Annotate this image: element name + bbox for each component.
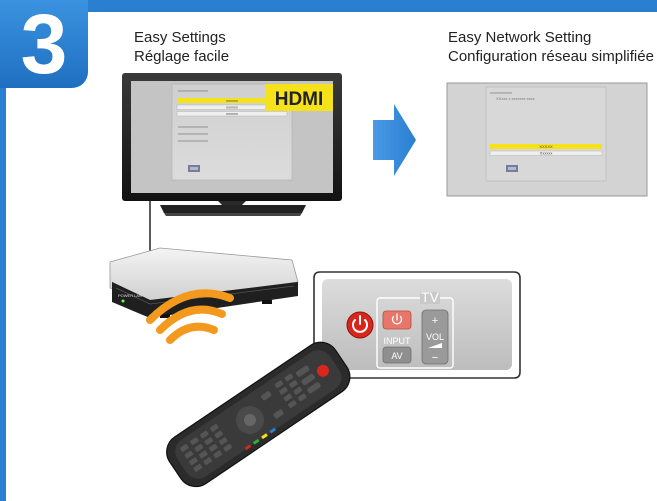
tv-menu-item-3: xxxxxx xyxy=(226,111,238,116)
input-label: INPUT xyxy=(384,336,412,346)
panasonic-logo-icon xyxy=(188,165,200,172)
tv-menu-header: xxxxxxxxxxxxxxx xyxy=(178,88,208,93)
top-bar xyxy=(0,0,657,12)
network-item-selected xyxy=(490,144,602,149)
network-menu-window xyxy=(485,86,607,182)
network-menu-header: xxxxxxxxxxx xyxy=(490,90,512,95)
step-number: 3 xyxy=(20,0,68,91)
network-item-1: XXXXX xyxy=(539,144,553,149)
hdmi-label: HDMI xyxy=(275,89,324,110)
box-bevel xyxy=(115,285,295,305)
network-item-2: Xxxxxx xyxy=(540,151,553,156)
tv-menu-item-1: xxxxxx xyxy=(226,98,238,103)
volume-up-label: + xyxy=(432,315,438,327)
network-item-bg-2 xyxy=(489,150,603,156)
remote-control xyxy=(166,341,351,488)
caption-easy-settings: Easy Settings Réglage facile xyxy=(134,28,229,66)
tv-menu-line-2: xxxxxxxxxxxxxxx xyxy=(178,131,208,136)
tv-controls-group xyxy=(376,297,454,369)
step-badge: 3 xyxy=(0,0,88,88)
network-screen: xxxxxxxxxxx XXxxx x xxxxxxx xxxx XXXXX X… xyxy=(446,82,648,197)
volume-down-label: − xyxy=(432,352,438,364)
tv-menu-line-3: xxxxxxxxxxxxxxx xyxy=(178,138,208,143)
volume-ramp-icon xyxy=(428,343,442,348)
tv-menu-item-bg-3 xyxy=(176,111,288,117)
tv-label: TV xyxy=(421,289,440,305)
network-menu-subheader: XXxxx x xxxxxxx xxxx xyxy=(496,96,535,101)
side-bar xyxy=(0,0,6,501)
caption-easy-settings-fr: Réglage facile xyxy=(134,48,230,65)
tv-power-icon xyxy=(391,313,403,325)
tv-stand-edge xyxy=(164,213,302,216)
volume-rocker[interactable] xyxy=(421,309,449,365)
caption-network-setting-en: Easy Network Setting xyxy=(448,29,592,46)
tv-stand xyxy=(160,205,306,213)
tv-label-bg xyxy=(420,292,440,304)
tv-menu-item-2: xxxxxx xyxy=(226,105,238,110)
power-led-icon xyxy=(121,299,125,303)
box-foot-left xyxy=(160,314,170,318)
box-foot-right xyxy=(262,300,272,304)
tv: xxxxxxxxxxxxxxx xxxxxx xxxxxx xxxxxx xxx… xyxy=(122,73,342,216)
arrow-right-icon xyxy=(373,104,416,176)
remote-power-button xyxy=(316,364,329,377)
signal-waves-icon xyxy=(146,289,234,344)
input-av-button[interactable] xyxy=(382,346,412,364)
box-power-label: POWER xyxy=(118,293,133,298)
remote-buttons xyxy=(180,365,321,472)
caption-easy-settings-en: Easy Settings xyxy=(134,29,226,46)
tv-menu-line-1: xxxxxxxxxxxxxxx xyxy=(178,124,208,129)
remote-color-buttons xyxy=(244,427,277,451)
caption-network-setting-fr: Configuration réseau simplifiée xyxy=(448,48,654,65)
panasonic-logo-small-icon xyxy=(506,165,518,172)
power-icon xyxy=(352,315,368,333)
box-lan-label: LAN xyxy=(134,293,142,298)
tv-menu-item-selected xyxy=(177,98,287,103)
caption-network-setting: Easy Network Setting Configuration résea… xyxy=(448,28,654,66)
vol-label: VOL xyxy=(426,332,444,342)
av-label: AV xyxy=(391,351,402,361)
callout-panel xyxy=(322,279,512,370)
hdmi-badge xyxy=(265,84,333,111)
tv-neck xyxy=(218,201,246,205)
